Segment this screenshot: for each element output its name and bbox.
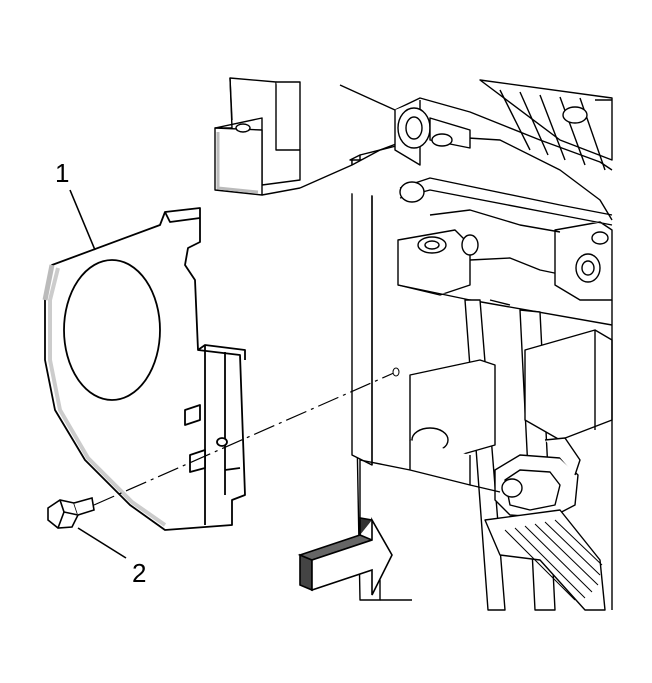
frame-structure — [215, 78, 612, 610]
bolt — [48, 498, 94, 528]
hex-connector — [495, 438, 580, 518]
lower-leg — [485, 510, 605, 610]
leader-line-2 — [78, 528, 126, 558]
leader-line-1 — [70, 190, 95, 250]
direction-arrow-icon — [300, 518, 392, 595]
callout-label-2: 2 — [132, 558, 147, 588]
installation-centerline — [94, 372, 396, 505]
cover-plate-opening — [64, 260, 160, 400]
cover-plate — [45, 208, 245, 530]
callout-label-1: 1 — [55, 158, 70, 188]
